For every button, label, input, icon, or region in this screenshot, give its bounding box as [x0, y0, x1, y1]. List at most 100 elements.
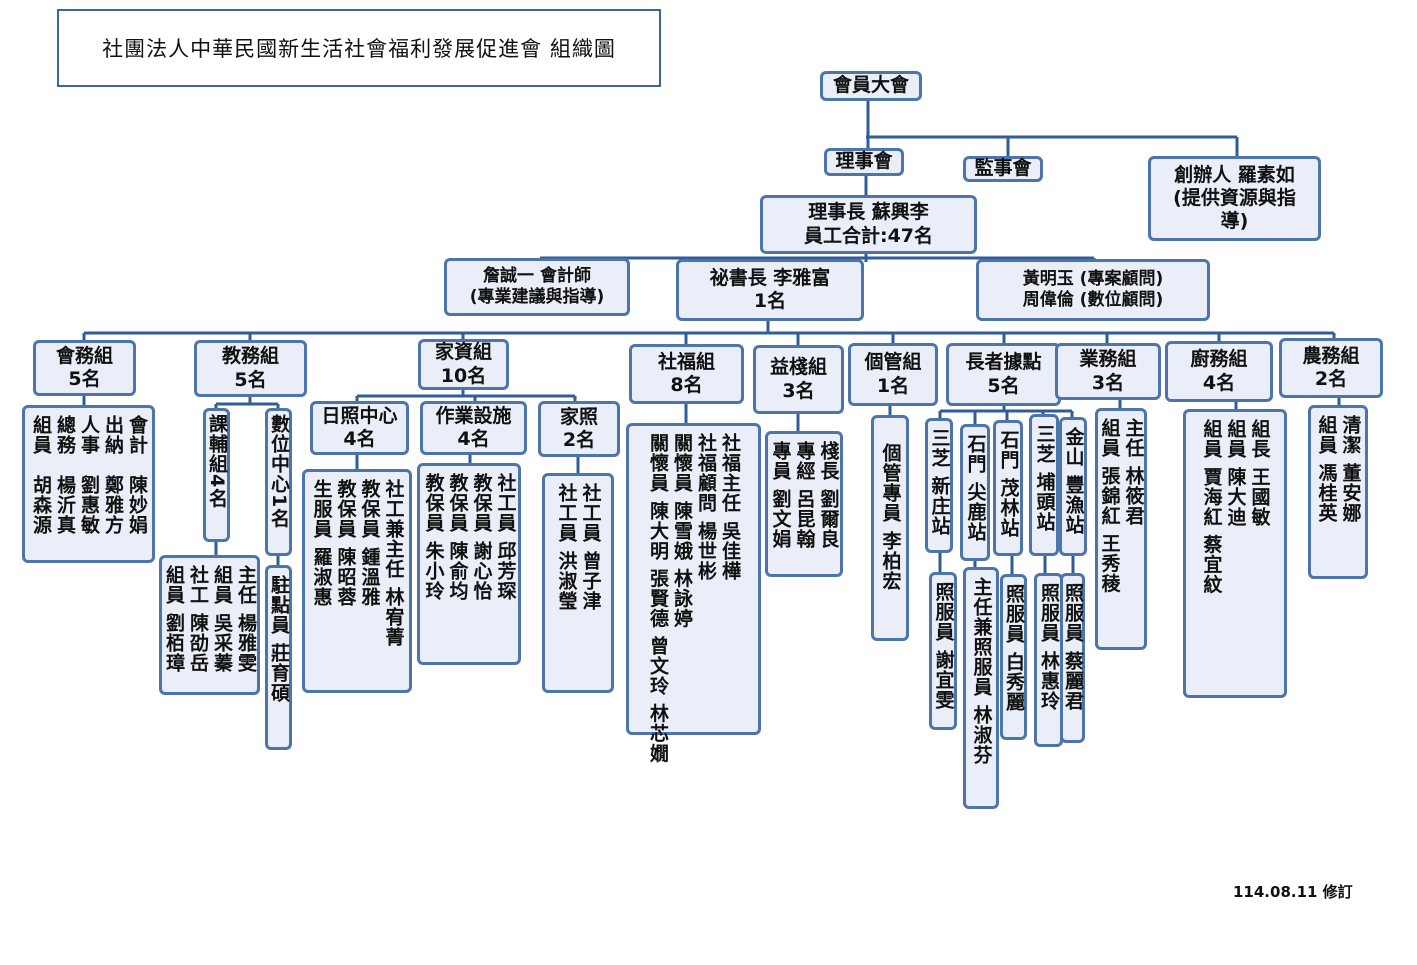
founder-box: 創辦人 羅素如 (提供資源與指 導) — [1148, 156, 1321, 241]
sub-title: 家照 — [559, 405, 598, 428]
founder-line: 導) — [1220, 210, 1249, 233]
group-title: 業務組 — [1079, 348, 1137, 371]
station-staff: 照服員 林惠玲 — [1034, 573, 1063, 747]
board-label: 理事會 — [835, 150, 893, 173]
member: 照服員 謝宜雯 — [932, 582, 955, 710]
tutor-title: 課輔組4名 — [206, 414, 228, 509]
accountant-box: 詹誠一 會計師 (專業建議與指導) — [444, 258, 630, 316]
sub-count: 4名 — [343, 428, 376, 450]
tutor-members: 主任 楊雅雯 組員 吳采蓁 社工 陳劭岳 組員 劉栢璋 — [159, 555, 260, 695]
group-count: 1名 — [876, 374, 910, 397]
member: 照服員 白秀麗 — [1003, 584, 1025, 712]
yewu-members: 主任 林筱君 組員 張錦紅 王秀稜 — [1095, 408, 1147, 650]
group-count: 8名 — [670, 374, 703, 396]
member-col: 會計 陳妙娟 — [126, 415, 148, 535]
station-box: 三芝 埔頭站 — [1029, 414, 1059, 556]
huiwu-members: 會計 陳妙娟 出納 鄭雅方 人事 劉惠敏 總務 楊沂真 組員 胡森源 — [22, 405, 155, 563]
member: 組員 陳大迪 — [1224, 419, 1247, 527]
group-count: 10名 — [440, 364, 487, 387]
yizhan-members: 棧長 劉爾良 專經 呂昆翰 專員 劉文娟 — [765, 431, 843, 577]
group-count: 4名 — [1202, 371, 1236, 394]
digital-title-box: 數位中心1名 — [265, 408, 292, 556]
sub-title: 作業設施 — [435, 404, 512, 427]
sub-count: 2名 — [562, 429, 596, 451]
member: 個管專員 李柏宏 — [879, 443, 902, 591]
supervisors-box: 監事會 — [963, 156, 1043, 182]
member: 社福主任 吳佳樺 — [719, 433, 741, 581]
workshop-members: 社工員 邱芳琛 教保員 謝心怡 教保員 陳俞均 教保員 朱小玲 — [417, 463, 521, 665]
station-staff: 照服員 白秀麗 — [1000, 574, 1027, 740]
nongwu-members: 清潔 董安娜 組員 馮桂英 — [1308, 405, 1368, 579]
station-staff: 照服員 蔡麗君 — [1060, 573, 1085, 743]
station-name: 金山 豐漁站 — [1062, 427, 1085, 535]
group-count: 3名 — [1091, 371, 1125, 394]
group-count: 5名 — [234, 368, 267, 391]
member: 棧長 劉爾良 — [817, 441, 840, 549]
member: 教保員 鍾溫雅 — [358, 479, 381, 607]
tutor-title-box: 課輔組4名 — [203, 408, 230, 542]
shefu-members: 社福主任 吳佳樺 社福顧問 楊世彬 關懷員 陳雪娥 林詠婷 關懷員 陳大明 張賢… — [626, 423, 761, 763]
member-col: 總務 楊沂真 — [54, 415, 76, 535]
member: 主任 林筱君 — [1122, 418, 1145, 526]
member-col: 人事 劉惠敏 — [78, 415, 100, 535]
member: 清潔 董安娜 — [1339, 415, 1362, 523]
member: 組員 馮桂英 — [1315, 415, 1338, 523]
station-box: 金山 豐漁站 — [1059, 417, 1087, 556]
chuwu-members: 組長 王國敏 組員 陳大迪 組員 賈海紅 蔡宜紋 — [1183, 409, 1287, 698]
member: 教保員 陳昭蓉 — [334, 479, 357, 607]
station-staff: 照服員 謝宜雯 — [929, 572, 957, 730]
member: 專經 呂昆翰 — [793, 441, 816, 549]
chairman-box: 理事長 蘇興李 員工合計:47名 — [760, 195, 977, 254]
secretary-box: 祕書長 李雅富 1名 — [676, 259, 864, 321]
group-title: 家資組 — [434, 341, 492, 364]
member: 組員 吳采蓁 — [211, 565, 233, 673]
group-title: 益棧組 — [769, 356, 827, 379]
station-name: 三芝 埔頭站 — [1033, 424, 1056, 532]
member: 照服員 蔡麗君 — [1062, 583, 1084, 711]
member: 主任兼照服員 林淑芬 — [970, 577, 993, 765]
member: 組員 張錦紅 王秀稜 — [1098, 418, 1121, 594]
chart-title: 社團法人中華民國新生活社會福利發展促進會 組織圖 — [57, 9, 661, 87]
group-title: 社福組 — [657, 350, 715, 373]
member: 社工員 曾子津 — [579, 483, 602, 611]
advisor-line: 黃明玉 (專案顧問) — [1022, 269, 1164, 290]
member: 社工員 邱芳琛 — [494, 473, 517, 601]
founder-line: (提供資源與指 — [1173, 186, 1296, 209]
member: 關懷員 陳大明 張賢德 曾文玲 林芯嫺 — [647, 433, 669, 764]
station-name: 三芝 新庄站 — [928, 428, 951, 536]
group-count: 3名 — [782, 379, 815, 402]
member: 照服員 林惠玲 — [1038, 583, 1060, 711]
founder-line: 創辦人 羅素如 — [1174, 163, 1295, 186]
digital-title: 數位中心1名 — [268, 414, 290, 529]
group-title: 教務組 — [221, 345, 279, 368]
member-col: 出納 鄭雅方 — [102, 415, 124, 535]
station-box: 石門 茂林站 — [993, 420, 1023, 556]
advisors-box: 黃明玉 (專案顧問) 周偉倫 (數位顧問) — [976, 259, 1210, 321]
sub-title: 日照中心 — [321, 404, 398, 427]
member: 社工 陳劭岳 — [187, 565, 209, 673]
group-title: 長者據點 — [965, 351, 1042, 374]
member-col: 組員 胡森源 — [30, 415, 52, 535]
supervisors-label: 監事會 — [974, 157, 1032, 180]
station-staff: 主任兼照服員 林淑芬 — [963, 567, 999, 809]
group-count: 2名 — [1314, 368, 1348, 390]
member: 組員 劉栢璋 — [163, 565, 185, 673]
chairman-name: 理事長 蘇興李 — [808, 201, 929, 224]
sub-count: 4名 — [457, 428, 490, 450]
member: 社工兼主任 林宥菁 — [382, 479, 405, 647]
geguan-members: 個管專員 李柏宏 — [871, 415, 909, 641]
revision-date: 114.08.11 修訂 — [1233, 883, 1353, 901]
group-title: 農務組 — [1302, 344, 1360, 367]
member: 關懷員 陳雪娥 林詠婷 — [671, 433, 693, 629]
